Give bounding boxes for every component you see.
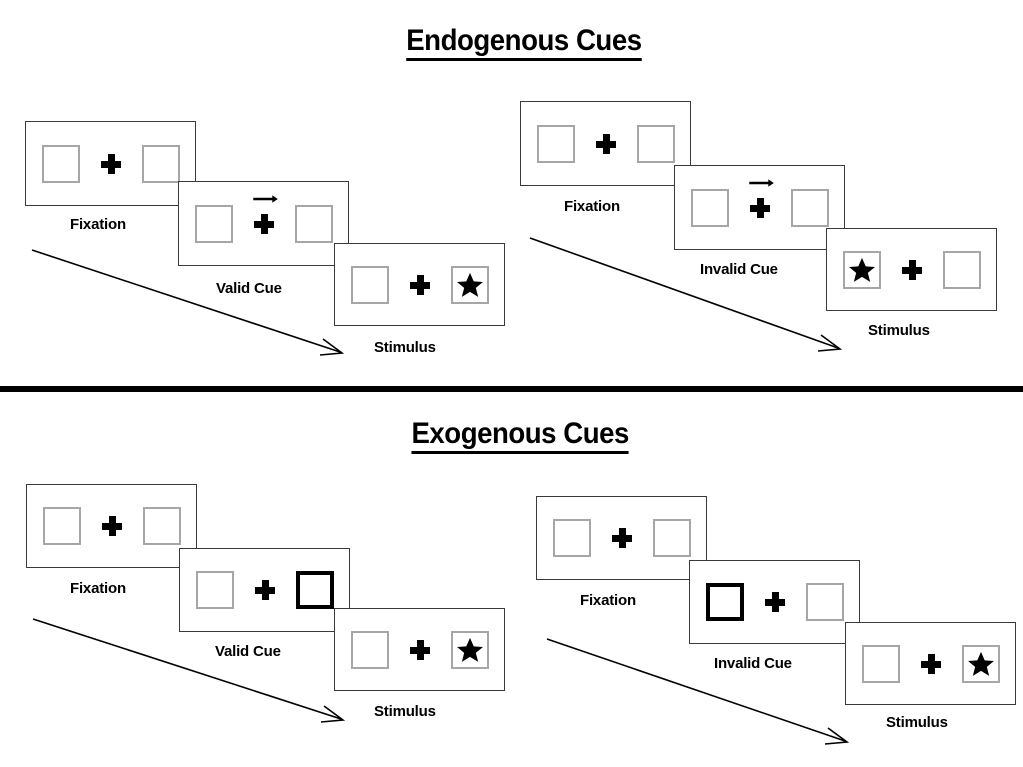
fixation-cross-icon: [749, 197, 770, 218]
caption-endogenous-valid-cue: Valid Cue: [216, 280, 282, 297]
caption-endogenous-invalid-cue: Invalid Cue: [700, 261, 778, 278]
star-icon: [848, 257, 875, 282]
stimulus-row: [194, 194, 333, 243]
stimulus-row: [195, 571, 334, 609]
slot-left-empty: [350, 630, 389, 669]
fixation-cross-icon: [901, 259, 922, 280]
fixation-cross-icon: [254, 580, 275, 600]
caption-endogenous-valid-fixation: Fixation: [70, 216, 126, 233]
fixation-cross-icon: [764, 592, 785, 612]
frame-endogenous-invalid-fixation: [520, 101, 691, 186]
slot-left-empty: [42, 507, 81, 545]
stimulus-row: [861, 644, 1000, 683]
star-icon: [456, 272, 483, 297]
slot-left-empty: [194, 204, 233, 243]
stimulus-row: [536, 124, 675, 163]
slot-right-target: [450, 630, 489, 669]
time-progression-arrow-icon: [545, 637, 855, 749]
center-marker: [403, 268, 437, 302]
slot-right-target: [450, 265, 489, 304]
stimulus-row: [842, 250, 981, 289]
slot-left-empty: [861, 644, 900, 683]
center-marker: [95, 509, 129, 543]
frame-exogenous-invalid-cue: [689, 560, 860, 644]
frame-exogenous-invalid-stimulus: [845, 622, 1016, 705]
center-marker: [758, 585, 792, 619]
slot-right-empty: [805, 583, 844, 621]
center-marker: [914, 647, 948, 681]
center-marker: [605, 521, 639, 555]
time-progression-arrow-icon: [528, 236, 848, 358]
caption-exogenous-valid-fixation: Fixation: [70, 580, 126, 597]
fixation-cross-icon: [409, 274, 430, 295]
stimulus-row: [42, 507, 181, 545]
frame-exogenous-valid-fixation: [26, 484, 197, 568]
center-marker: [895, 253, 929, 287]
fixation-cross-icon: [100, 153, 121, 174]
stimulus-row: [41, 144, 180, 183]
time-progression-arrow-icon: [31, 617, 351, 727]
caption-endogenous-invalid-fixation: Fixation: [564, 198, 620, 215]
slot-left-empty: [41, 144, 80, 183]
slot-right-target: [961, 644, 1000, 683]
caption-exogenous-invalid-stimulus: Stimulus: [886, 714, 948, 731]
slot-left-target: [842, 250, 881, 289]
center-marker: [743, 178, 777, 225]
slot-left-empty: [536, 124, 575, 163]
time-progression-arrow-icon: [30, 248, 350, 360]
caption-exogenous-invalid-fixation: Fixation: [580, 592, 636, 609]
frame-exogenous-valid-stimulus: [334, 608, 505, 691]
stimulus-row: [705, 583, 844, 621]
slot-right-empty: [652, 519, 691, 557]
frame-exogenous-invalid-fixation: [536, 496, 707, 580]
caption-exogenous-invalid-cue: Invalid Cue: [714, 655, 792, 672]
fixation-cross-icon: [595, 133, 616, 154]
fixation-cross-icon: [611, 528, 632, 548]
frame-exogenous-valid-cue: [179, 548, 350, 632]
stimulus-row: [690, 178, 829, 227]
slot-right-empty: [294, 204, 333, 243]
frame-endogenous-valid-cue: [178, 181, 349, 266]
frame-endogenous-invalid-cue: [674, 165, 845, 250]
slot-right-cued: [295, 571, 334, 609]
frame-endogenous-invalid-stimulus: [826, 228, 997, 311]
stimulus-row: [350, 265, 489, 304]
caption-exogenous-valid-stimulus: Stimulus: [374, 703, 436, 720]
center-marker: [247, 194, 281, 241]
center-marker: [94, 147, 128, 181]
slot-right-empty: [142, 507, 181, 545]
slot-right-empty: [790, 188, 829, 227]
caption-exogenous-valid-cue: Valid Cue: [215, 643, 281, 660]
slot-left-empty: [350, 265, 389, 304]
caption-endogenous-invalid-stimulus: Stimulus: [868, 322, 930, 339]
center-marker: [248, 573, 282, 607]
star-icon: [967, 651, 994, 676]
slot-left-empty: [195, 571, 234, 609]
slot-right-empty: [942, 250, 981, 289]
center-marker: [403, 633, 437, 667]
frame-endogenous-valid-stimulus: [334, 243, 505, 326]
slot-right-empty: [636, 124, 675, 163]
slot-right-empty: [141, 144, 180, 183]
fixation-cross-icon: [409, 639, 430, 660]
center-marker: [589, 127, 623, 161]
stimulus-row: [552, 519, 691, 557]
right-arrow-icon: [748, 178, 774, 188]
frame-endogenous-valid-fixation: [25, 121, 196, 206]
section-divider: [0, 386, 1023, 392]
right-arrow-icon: [252, 194, 278, 204]
section-title-endogenous: Endogenous Cues: [406, 25, 642, 61]
slot-left-cued: [705, 583, 744, 621]
fixation-cross-icon: [253, 213, 274, 234]
caption-endogenous-valid-stimulus: Stimulus: [374, 339, 436, 356]
stimulus-row: [350, 630, 489, 669]
slot-left-empty: [690, 188, 729, 227]
fixation-cross-icon: [920, 653, 941, 674]
fixation-cross-icon: [101, 516, 122, 536]
star-icon: [456, 637, 483, 662]
slot-left-empty: [552, 519, 591, 557]
section-title-exogenous: Exogenous Cues: [411, 418, 629, 454]
